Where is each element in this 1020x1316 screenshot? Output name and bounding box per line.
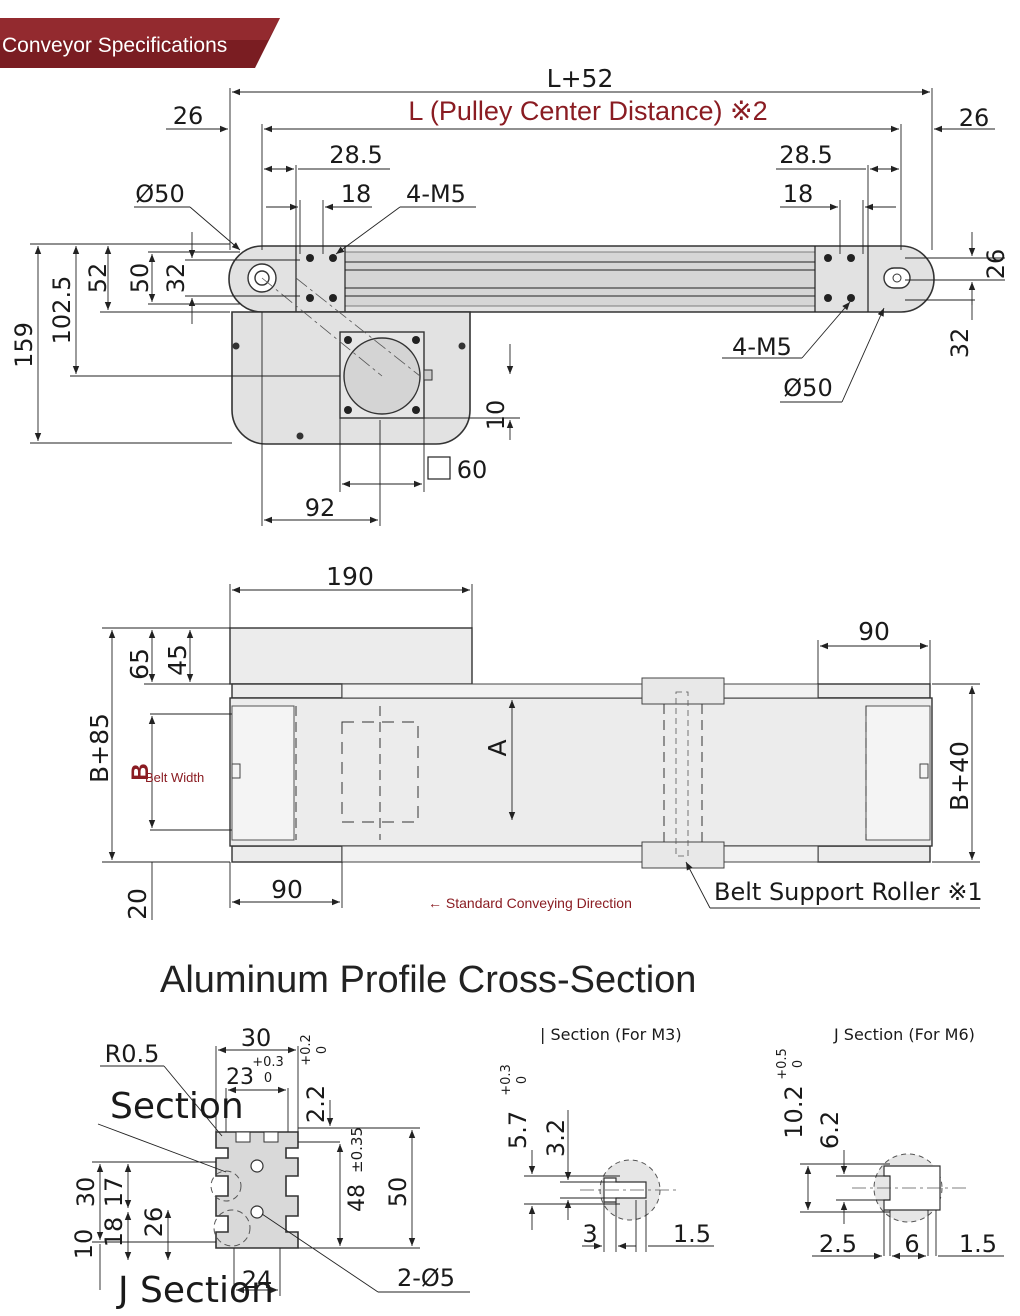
dim-h18: 18 <box>100 1217 128 1248</box>
dim-thread-bottom: 4-M5 <box>732 333 792 361</box>
dim-r26: 26 <box>982 249 1010 280</box>
dim-width-b-label: Belt Width <box>145 770 204 785</box>
header-label: Conveyor Specifications <box>2 34 227 57</box>
dim-j-d15: 1.5 <box>959 1230 997 1258</box>
dim-end-left: 26 <box>173 102 204 130</box>
j-section-detail: J Section (For M6) 10.2 +0.5 0 6.2 2.5 6… <box>775 1025 1004 1260</box>
dim-h32: 32 <box>162 263 190 294</box>
dim-holes: 2-Ø5 <box>397 1264 455 1292</box>
conveying-direction: ← Standard Conveying Direction <box>428 895 632 911</box>
dim-overall-length: L+52 <box>547 64 614 93</box>
j-section-title: J Section (For M6) <box>833 1025 975 1044</box>
dim-j-d102-tol-up: +0.5 <box>775 1048 790 1080</box>
dim-d22: 2.2 <box>302 1085 330 1123</box>
dim-pulley-center: L (Pulley Center Distance) ※2 <box>408 96 767 126</box>
belt-support-roller: Belt Support Roller ※1 <box>714 878 983 906</box>
dim-h48: 48 <box>345 1184 370 1212</box>
profile-section: 30 R0.5 23 +0.3 0 2.2 +0.2 0 Section 30 … <box>70 1024 470 1311</box>
header-banner: Conveyor Specifications <box>0 18 280 68</box>
dim-hole-spacing-right: 18 <box>783 180 814 208</box>
dim-j-d62: 6.2 <box>816 1111 844 1149</box>
dim-h17: 17 <box>100 1177 128 1208</box>
dim-motor-pos: 92 <box>305 494 336 522</box>
dim-motor-h65: 65 <box>125 648 154 680</box>
dim-j-d102-tol-low: 0 <box>791 1060 806 1068</box>
dim-i-d15: 1.5 <box>673 1220 711 1248</box>
dim-width-b: B <box>127 763 154 780</box>
dim-i-d57: 5.7 <box>504 1111 532 1149</box>
dim-left-end: 90 <box>271 875 303 904</box>
dim-i-d57-tol-up: +0.3 <box>499 1064 514 1096</box>
dim-pulley-dia-left: Ø50 <box>135 180 184 208</box>
top-view: 190 90 90 B+85 65 45 B Belt Width B+40 2… <box>85 562 983 920</box>
dim-right-end: 90 <box>858 617 890 646</box>
dim-j-d6: 6 <box>904 1230 919 1258</box>
dim-motor-offset: 10 <box>482 400 510 431</box>
i-section-title: | Section (For M3) <box>540 1025 682 1044</box>
dim-d23-tol-low: 0 <box>264 1071 272 1086</box>
dim-hole-offset-right: 28.5 <box>779 141 832 169</box>
dim-r32: 32 <box>946 328 974 359</box>
dim-h30: 30 <box>72 1177 100 1208</box>
dim-thread-top: 4-M5 <box>406 180 466 208</box>
side-view: L+52 L (Pulley Center Distance) ※2 26 26… <box>10 64 1010 526</box>
dim-d23-tol-up: +0.3 <box>252 1055 284 1070</box>
dim-i-d57-tol-low: 0 <box>515 1076 530 1084</box>
dim-end-right: 26 <box>959 104 990 132</box>
dim-j-d25: 2.5 <box>819 1230 857 1258</box>
dim-h10: 10 <box>70 1229 98 1260</box>
dim-hole-spacing-left: 18 <box>341 180 372 208</box>
dim-bottom-20: 20 <box>123 888 152 920</box>
j-section-label: J Section <box>116 1270 274 1311</box>
dim-motor-width: 190 <box>326 562 374 591</box>
i-section-detail: | Section (For M3) 5.7 +0.3 0 3.2 3 1.5 <box>499 1025 714 1252</box>
dim-pulley-dia-right: Ø50 <box>783 374 832 402</box>
dim-motor-h45: 45 <box>163 644 192 676</box>
dim-w30: 30 <box>241 1024 272 1052</box>
dim-h159: 159 <box>10 322 38 368</box>
dim-h102: 102.5 <box>48 276 76 345</box>
dim-w24: 24 <box>242 1266 273 1294</box>
dim-width-total: B+85 <box>85 713 114 783</box>
dim-j-d102: 10.2 <box>780 1085 808 1138</box>
dim-h26: 26 <box>140 1207 168 1238</box>
dim-width-right: B+40 <box>945 741 974 811</box>
dim-r05: R0.5 <box>105 1040 160 1068</box>
dim-h50: 50 <box>126 263 154 294</box>
i-section-label: Section <box>110 1086 244 1127</box>
dim-hole-offset-left: 28.5 <box>329 141 382 169</box>
dim-motor-square: 60 <box>457 456 488 484</box>
dim-h48-tol: ±0.35 <box>348 1127 366 1173</box>
dim-i-d3: 3 <box>582 1220 597 1248</box>
dim-d22-tol-low: 0 <box>315 1046 330 1054</box>
dim-h52: 52 <box>84 263 112 294</box>
dim-a: A <box>483 739 512 756</box>
cross-section-title: Aluminum Profile Cross-Section <box>160 959 696 1001</box>
dim-d22-tol-up: +0.2 <box>299 1034 314 1066</box>
dim-i-d32: 3.2 <box>542 1119 570 1157</box>
dim-d23: 23 <box>226 1065 254 1090</box>
dim-h50-profile: 50 <box>384 1177 412 1208</box>
